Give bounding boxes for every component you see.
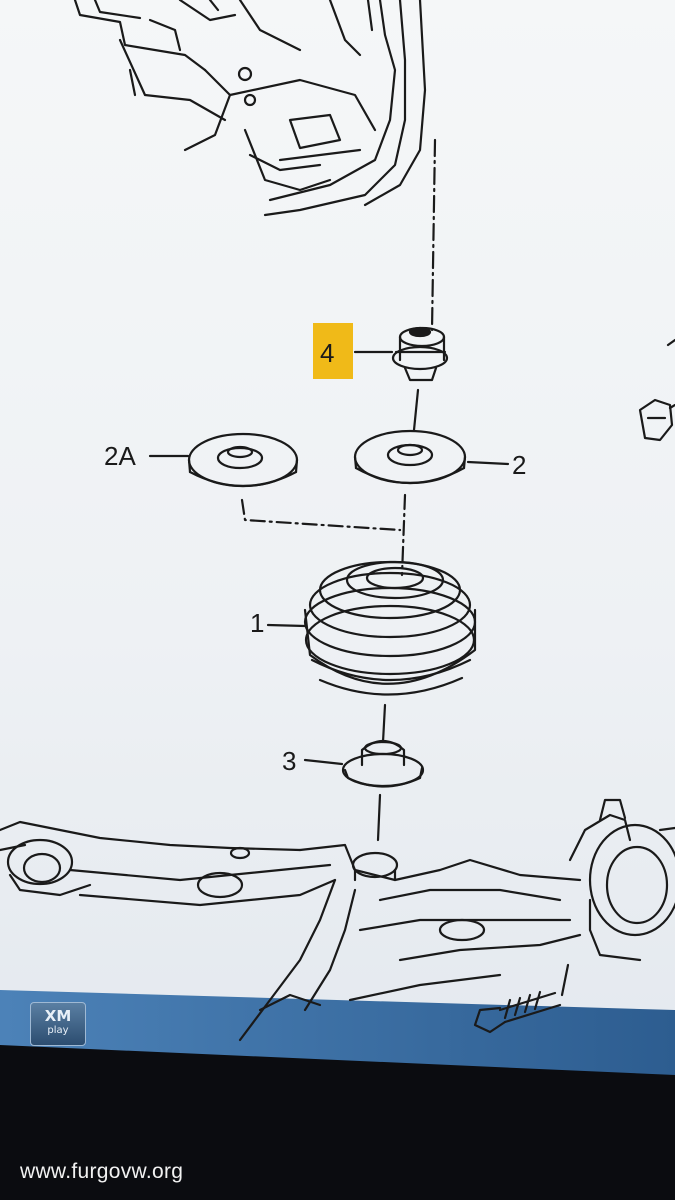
xmplay-icon[interactable]: XM play (30, 1002, 86, 1046)
monitor-bezel (0, 1045, 675, 1200)
part-2a-drawing (187, 432, 299, 488)
wheel-hub-drawing (568, 798, 675, 962)
part-4-drawing (391, 326, 449, 382)
leader-3 (303, 758, 344, 766)
xmplay-icon-subtitle: play (47, 1025, 69, 1036)
part-1-drawing (303, 560, 477, 696)
callout-4: 4 (320, 338, 334, 368)
leader-2 (466, 460, 510, 466)
diagram-sheet (0, 0, 675, 1055)
callout-3: 3 (282, 746, 296, 776)
part-3-drawing (341, 739, 425, 788)
parts-illustration (0, 0, 675, 1042)
side-bolt-drawing (638, 398, 675, 442)
callout-4-highlight (313, 323, 353, 379)
bolt-drawing (473, 963, 570, 1034)
callout-2: 2 (512, 450, 526, 480)
callout-1: 1 (250, 608, 264, 638)
body-frame-drawing (73, 0, 427, 217)
callout-2a: 2A (104, 441, 136, 471)
watermark: www.furgovw.org (20, 1160, 184, 1183)
xmplay-icon-title: XM (44, 1007, 72, 1025)
subframe-drawing (0, 820, 582, 1042)
leader-1 (266, 623, 307, 628)
part-2-drawing (353, 429, 467, 485)
